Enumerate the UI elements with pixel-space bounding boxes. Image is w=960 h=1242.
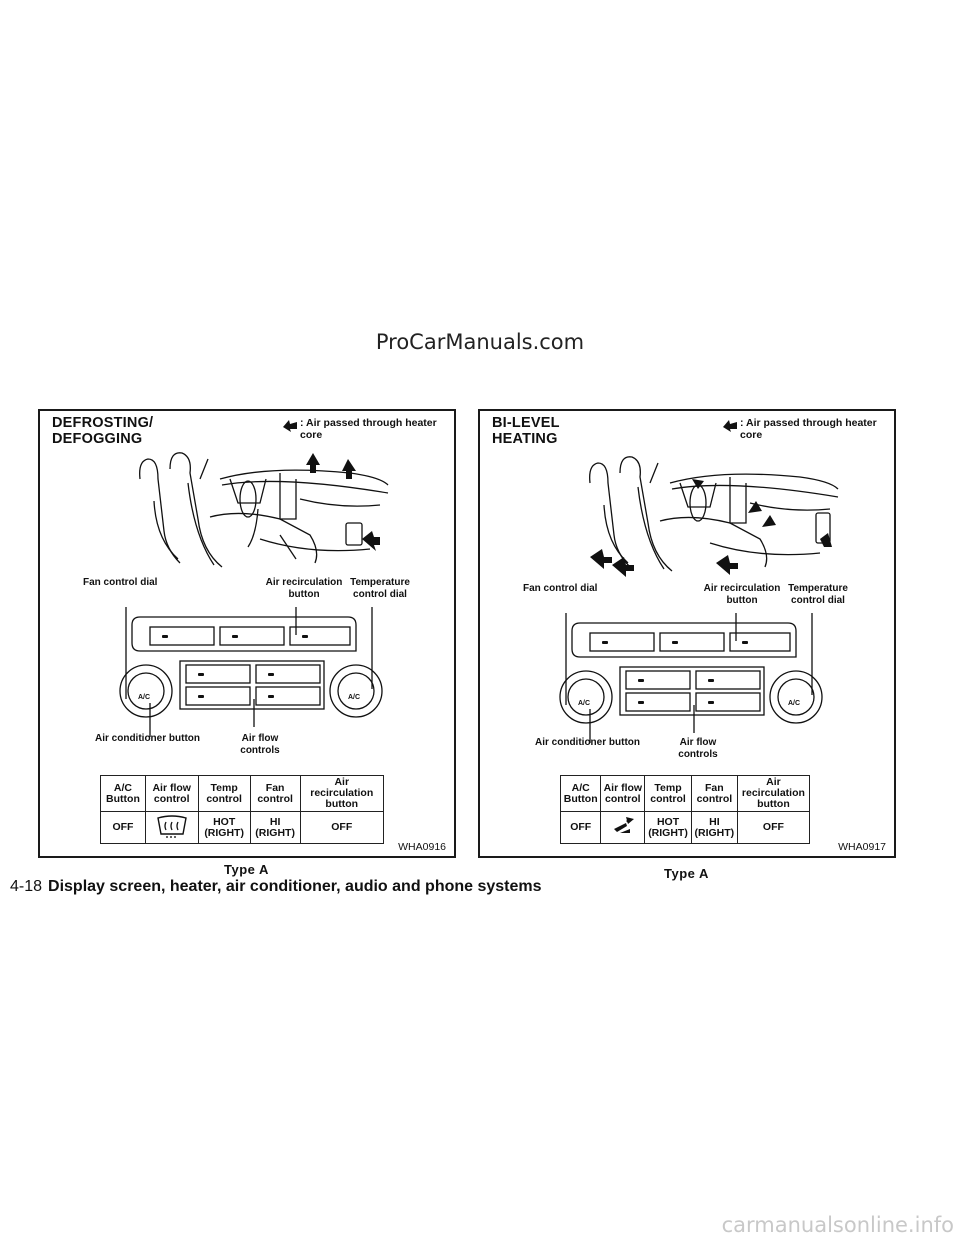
svg-text:A/C: A/C — [578, 700, 590, 707]
settings-table: A/C Button Air flow control Temp control… — [100, 775, 384, 844]
control-panel-drawing: A/C A/C — [559, 613, 823, 743]
caption-type-a-right: Type A — [664, 866, 709, 881]
temperature-dial-label: Temperature control dial — [350, 577, 410, 600]
figure-code: WHA0917 — [838, 841, 886, 853]
page-number: 4-18 — [10, 878, 43, 895]
fan-control-dial-label: Fan control dial — [523, 583, 598, 594]
car-interior-illustration — [589, 456, 839, 577]
watermark-carmanualsonline: carmanualsonline.info — [721, 1213, 954, 1237]
header-fan: Fan control — [249, 775, 301, 812]
air-recirculation-label: Air recirculation button — [703, 583, 781, 606]
header-ac: A/C Button — [100, 775, 146, 812]
value-fan: HI (RIGHT) — [249, 811, 301, 844]
value-airflow — [600, 811, 646, 844]
figure-title: DEFROSTING/ DEFOGGING — [52, 415, 154, 447]
value-fan: HI (RIGHT) — [690, 811, 738, 844]
fan-control-dial-label: Fan control dial — [83, 577, 158, 588]
control-panel-drawing: A/C A/C — [119, 607, 383, 737]
air-conditioner-button-label: Air conditioner button — [535, 737, 640, 748]
svg-text:A/C: A/C — [788, 700, 800, 707]
caption-type-a-left: Type A — [224, 862, 269, 877]
header-fan: Fan control — [690, 775, 738, 812]
header-recirc: Air recirculation button — [736, 775, 811, 812]
value-airflow — [144, 811, 199, 844]
bi-level-icon — [613, 817, 634, 833]
header-recirc: Air recirculation button — [299, 775, 384, 812]
header-ac: A/C Button — [559, 775, 602, 812]
header-airflow: Air flow control — [600, 775, 646, 812]
figure-code: WHA0916 — [398, 841, 446, 853]
watermark-procarmanuals: ProCarManuals.com — [375, 330, 585, 354]
header-temp: Temp control — [644, 775, 692, 812]
figure-bi-level-heating: BI-LEVEL HEATING : Air passed through he… — [478, 409, 896, 858]
value-temp: HOT (RIGHT) — [644, 811, 692, 844]
air-recirculation-label: Air recirculation button — [265, 577, 343, 600]
header-temp: Temp control — [197, 775, 251, 812]
filled-arrow-icon — [723, 420, 737, 432]
value-recirc: OFF — [736, 811, 811, 844]
page-footer: 4-18 Display screen, heater, air conditio… — [10, 878, 542, 896]
air-flow-controls-label: Air flow controls — [240, 733, 280, 756]
defrost-icon — [156, 815, 187, 838]
svg-text:A/C: A/C — [138, 694, 150, 701]
figure-title: BI-LEVEL HEATING — [492, 415, 560, 447]
section-title: Display screen, heater, air conditioner,… — [48, 878, 542, 895]
legend: : Air passed through heater core — [723, 417, 880, 441]
value-ac: OFF — [100, 811, 146, 844]
air-flow-controls-label: Air flow controls — [678, 737, 718, 760]
temperature-dial-label: Temperature control dial — [788, 583, 848, 606]
header-airflow: Air flow control — [144, 775, 199, 812]
figure-defrosting: DEFROSTING/ DEFOGGING : Air passed throu… — [38, 409, 456, 858]
value-ac: OFF — [559, 811, 602, 844]
svg-text:A/C: A/C — [348, 694, 360, 701]
legend: : Air passed through heater core — [283, 417, 440, 441]
car-interior-illustration — [139, 452, 389, 568]
settings-table: A/C Button Air flow control Temp control… — [559, 775, 811, 844]
value-recirc: OFF — [299, 811, 384, 844]
value-temp: HOT (RIGHT) — [197, 811, 251, 844]
filled-arrow-icon — [283, 420, 297, 432]
air-conditioner-button-label: Air conditioner button — [95, 733, 200, 744]
